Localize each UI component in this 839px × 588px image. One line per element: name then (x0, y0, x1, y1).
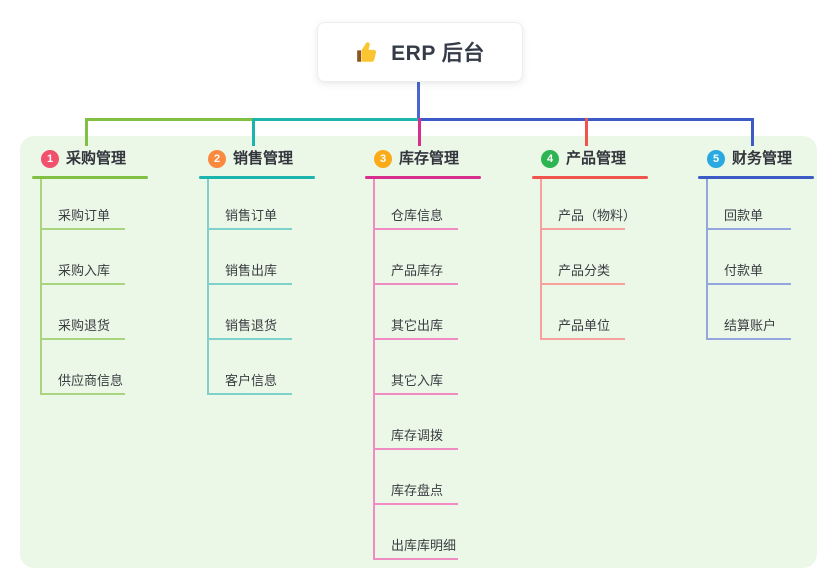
topic-underline (532, 176, 648, 179)
child-underline (40, 283, 125, 285)
connector-drop-branch-2 (252, 118, 255, 146)
branch-topic-4[interactable]: 产品管理 (566, 150, 627, 167)
child-label: 销售退货 (225, 318, 278, 333)
child-label: 产品（物料） (558, 208, 637, 223)
branch-spine (540, 179, 542, 340)
topic-underline (32, 176, 148, 179)
child-label: 采购入库 (58, 263, 111, 278)
bus-segment-branch-1 (85, 118, 252, 121)
connector-drop-branch-5 (751, 118, 754, 146)
branch-number: 5 (712, 153, 720, 165)
child-label: 产品库存 (391, 263, 444, 278)
root-node-label: ERP 后台 (391, 42, 485, 65)
connector-drop-branch-1 (85, 118, 88, 146)
branch-spine (706, 179, 708, 340)
child-label: 仓库信息 (391, 208, 444, 223)
child-label: 出库库明细 (391, 538, 457, 553)
child-label: 客户信息 (225, 373, 278, 388)
child-label: 结算账户 (724, 318, 777, 333)
child-underline (540, 283, 625, 285)
branch-topic-1[interactable]: 采购管理 (66, 150, 127, 167)
child-underline (207, 228, 292, 230)
connector-drop-branch-3 (418, 118, 421, 146)
child-underline (207, 393, 292, 395)
child-label: 回款单 (724, 208, 764, 223)
child-label: 供应商信息 (58, 373, 124, 388)
root-node-erp-backend[interactable]: ERP 后台 (317, 22, 523, 82)
branch-topic-5[interactable]: 财务管理 (732, 150, 793, 167)
branches-panel (20, 136, 817, 568)
branch-topic-2[interactable]: 销售管理 (233, 150, 294, 167)
child-label: 销售出库 (225, 263, 278, 278)
topic-underline (199, 176, 315, 179)
branch-number: 4 (546, 153, 554, 165)
child-label: 库存调拨 (391, 428, 444, 443)
child-label: 销售订单 (225, 208, 278, 223)
branch-badge-2: 2 (208, 150, 226, 168)
child-underline (373, 448, 458, 450)
branch-badge-5: 5 (707, 150, 725, 168)
branch-badge-3: 3 (374, 150, 392, 168)
thumbs-up-icon (357, 42, 377, 62)
child-label: 产品单位 (558, 318, 611, 333)
child-underline (706, 228, 791, 230)
child-underline (207, 283, 292, 285)
child-underline (540, 228, 625, 230)
child-underline (706, 338, 791, 340)
branch-number: 2 (213, 153, 221, 165)
child-underline (40, 393, 125, 395)
child-underline (40, 338, 125, 340)
child-underline (207, 338, 292, 340)
child-underline (373, 393, 458, 395)
branch-spine (207, 179, 209, 395)
child-underline (40, 228, 125, 230)
child-underline (373, 228, 458, 230)
topic-underline (365, 176, 481, 179)
child-underline (373, 338, 458, 340)
child-underline (373, 283, 458, 285)
child-underline (540, 338, 625, 340)
child-underline (373, 503, 458, 505)
branch-number: 3 (379, 153, 387, 165)
child-label: 其它出库 (391, 318, 444, 333)
connector-drop-branch-4 (585, 118, 588, 146)
branch-spine (40, 179, 42, 395)
bus-segment-branch-2 (252, 118, 418, 121)
branch-badge-4: 4 (541, 150, 559, 168)
branch-spine (373, 179, 375, 560)
branch-number: 1 (46, 153, 54, 165)
branch-badge-1: 1 (41, 150, 59, 168)
branch-topic-3[interactable]: 库存管理 (399, 150, 460, 167)
root-connector-stem (417, 82, 420, 118)
child-label: 库存盘点 (391, 483, 444, 498)
child-underline (706, 283, 791, 285)
child-label: 采购订单 (58, 208, 111, 223)
child-label: 付款单 (724, 263, 764, 278)
child-label: 采购退货 (58, 318, 111, 333)
child-label: 产品分类 (558, 263, 611, 278)
child-label: 其它入库 (391, 373, 444, 388)
child-underline (373, 558, 458, 560)
topic-underline (698, 176, 814, 179)
